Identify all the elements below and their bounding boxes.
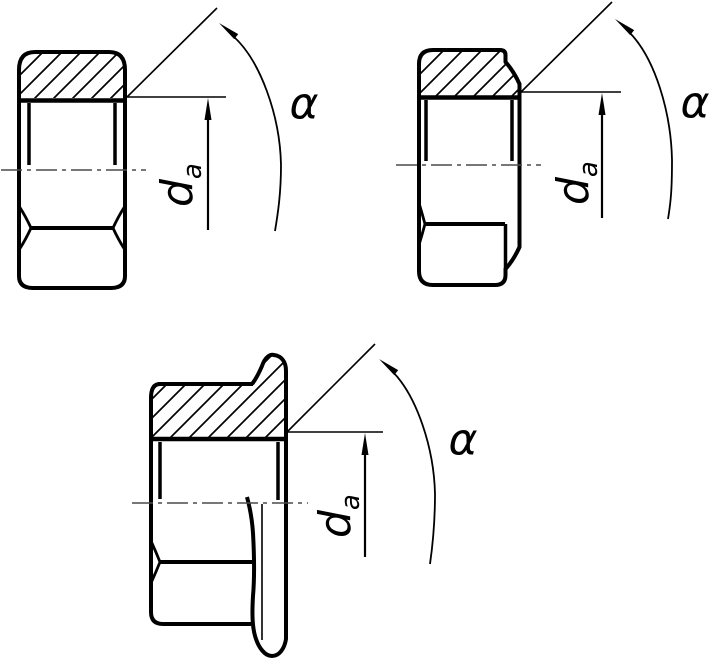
figure-hex-nut: α da xyxy=(1,7,319,290)
diameter-arrowhead xyxy=(598,93,606,115)
chamfer-curve-left xyxy=(417,202,427,246)
angle-reference-line xyxy=(286,343,376,433)
nut-outline xyxy=(417,48,522,287)
diameter-label: da xyxy=(152,163,208,207)
chamfer-curve-left xyxy=(149,540,162,584)
alpha-label: α xyxy=(289,79,318,130)
figure-washer-face-nut: α da xyxy=(396,1,709,287)
nut-outline xyxy=(17,50,127,290)
flange-profile xyxy=(245,352,288,658)
angle-reference-line xyxy=(126,7,218,98)
nut-left-face xyxy=(149,382,164,626)
section-hatch xyxy=(151,354,286,437)
angle-arc xyxy=(232,35,282,232)
section-hatch xyxy=(419,50,520,97)
chamfer-curve-left xyxy=(17,205,33,251)
section-hatch xyxy=(19,52,125,98)
angle-reference-line xyxy=(520,1,613,93)
angle-arc-arrowhead xyxy=(379,359,399,376)
diameter-label: da xyxy=(310,494,366,538)
angle-arc-arrowhead xyxy=(615,19,635,36)
angle-arc xyxy=(628,31,673,220)
chamfer-curve-right xyxy=(111,205,127,251)
alpha-label: α xyxy=(448,415,477,466)
diameter-arrowhead xyxy=(204,98,212,120)
figure-flange-nut: α da xyxy=(132,343,478,658)
angle-arc-arrowhead xyxy=(219,23,239,40)
diameter-arrowhead xyxy=(361,433,369,455)
angle-arc xyxy=(392,371,436,565)
diameter-label: da xyxy=(548,161,604,205)
alpha-label: α xyxy=(680,78,709,129)
